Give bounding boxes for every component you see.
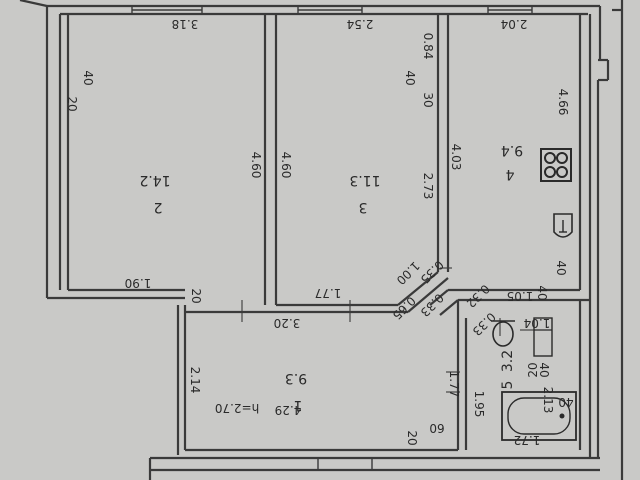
dim-label: 1.77	[447, 370, 461, 398]
dim-label: 40	[537, 362, 551, 378]
dim-label: 40	[81, 70, 95, 86]
dim-label: 20	[65, 96, 79, 112]
room-4-area: 9.4	[500, 142, 524, 158]
room-2-id: 2	[153, 199, 163, 215]
room-5-area: 3.2	[500, 349, 516, 373]
dim-label: 4.66	[556, 88, 570, 116]
dim-label: 1.05	[506, 289, 534, 303]
dim-label: 40	[403, 70, 417, 86]
toilet-icon	[491, 320, 515, 347]
stove-icon	[540, 148, 572, 182]
dim-label: 1.90	[124, 276, 152, 290]
dim-label: 4.29	[274, 403, 302, 417]
dim-label: 1.95	[472, 390, 486, 418]
room-3-id: 3	[358, 199, 368, 215]
dim-label: 20	[189, 288, 203, 304]
dim-label: 2.54	[346, 17, 374, 31]
dim-label: 2.04	[500, 17, 528, 31]
shelf-icon	[533, 317, 553, 357]
dim-label: 0.84	[421, 32, 435, 60]
dim-label: 30	[421, 92, 435, 108]
dim-label: 60	[429, 421, 445, 435]
dim-label: 2.14	[188, 366, 202, 394]
dim-label: 2.73	[421, 172, 435, 200]
dim-label: 4.60	[279, 151, 293, 179]
dim-label: 40	[535, 285, 549, 301]
room-5-id: 5	[500, 380, 516, 390]
dim-label: 40	[554, 260, 568, 276]
room-2-area: 14.2	[139, 172, 171, 188]
dim-label: 3.20	[273, 316, 301, 330]
dim-label: 4.60	[249, 151, 263, 179]
bath-icon	[501, 391, 577, 441]
room-4-id: 4	[505, 166, 515, 182]
dim-label: 20	[405, 430, 419, 446]
dim-label: 1.77	[314, 286, 342, 300]
dim-label: 4.03	[449, 143, 463, 171]
room-1-height: h=2.70	[214, 401, 260, 415]
dim-label: 3.18	[171, 17, 199, 31]
sink-icon	[553, 213, 573, 238]
room-1-area: 9.3	[284, 370, 308, 386]
room-3-area: 11.3	[349, 172, 381, 188]
